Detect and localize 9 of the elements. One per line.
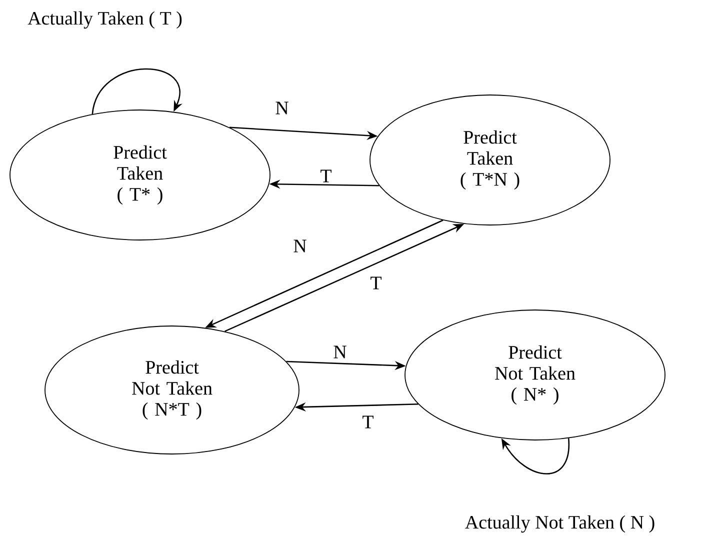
edge-label: T [369, 276, 383, 290]
edge-label: T [361, 414, 375, 430]
edge-label: N [292, 238, 308, 254]
edge-label: N [274, 100, 290, 116]
edge-label: T [319, 168, 333, 184]
arrow [92, 68, 182, 114]
edge-label: N [332, 344, 348, 360]
edge-label: Actually Not Taken ( N ) [464, 514, 656, 534]
edge-label: Actually Taken ( T ) [26, 10, 184, 30]
